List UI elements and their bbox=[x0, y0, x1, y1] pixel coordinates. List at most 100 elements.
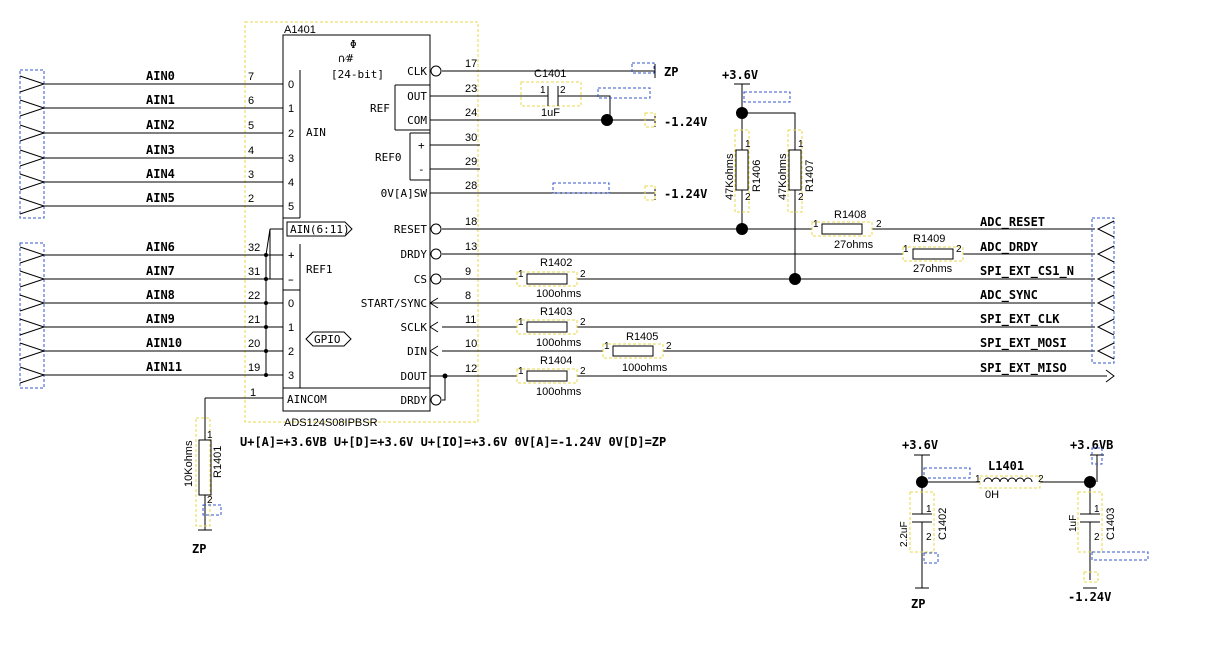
ic-pin-number: 24 bbox=[465, 107, 477, 119]
ic-phi-symbol: Φ bbox=[350, 38, 357, 51]
ain-net-label: AIN2 bbox=[146, 118, 175, 132]
ain-pin-number: 21 bbox=[248, 314, 260, 326]
ain-group-2 bbox=[19, 242, 46, 389]
c1403-pin2: 2 bbox=[1094, 532, 1100, 543]
r1406-ref: R1406 bbox=[751, 160, 763, 192]
r1402-ref: R1402 bbox=[540, 257, 572, 269]
r1404-body[interactable] bbox=[526, 370, 568, 382]
r1402-body[interactable] bbox=[526, 273, 568, 285]
ic-pin-start: START/SYNC bbox=[361, 297, 427, 310]
ain-net-label: AIN10 bbox=[146, 336, 182, 350]
c1403-pin1: 1 bbox=[1094, 504, 1100, 515]
r1408-value: 27ohms bbox=[834, 239, 874, 251]
ic-pin-number: 30 bbox=[465, 132, 477, 144]
r1403-pin1: 1 bbox=[518, 317, 524, 328]
p36-label-top: +3.6V bbox=[722, 68, 758, 82]
r1405-pin2: 2 bbox=[666, 341, 672, 352]
ext-connector-outline bbox=[1091, 217, 1115, 364]
c1403-highlight bbox=[1077, 491, 1103, 553]
c1403-plates[interactable] bbox=[1080, 513, 1100, 523]
r1408-pin2: 2 bbox=[876, 219, 882, 230]
net-adc-sync: ADC_SYNC bbox=[980, 288, 1038, 303]
r1405-pin1: 1 bbox=[604, 341, 610, 352]
ain-pin-number: 2 bbox=[248, 193, 254, 205]
r1409-body[interactable] bbox=[912, 248, 954, 260]
ain-pin-name: 1 bbox=[288, 103, 294, 115]
ic-pin-number: 23 bbox=[465, 83, 477, 95]
ain-pin-name: 4 bbox=[288, 177, 294, 189]
c1402-plates[interactable] bbox=[912, 513, 932, 523]
ain-pin-name: 5 bbox=[288, 201, 294, 213]
r1405-highlight bbox=[602, 343, 664, 359]
ain-pin-number: 4 bbox=[248, 145, 254, 157]
neg124-label-filter: -1.24V bbox=[1068, 590, 1111, 604]
r1403-ref: R1403 bbox=[540, 306, 572, 318]
r1403-value: 100ohms bbox=[536, 337, 582, 349]
r1407-pin2: 2 bbox=[798, 192, 804, 203]
ic-pin-ovsw: 0V[A]SW bbox=[381, 187, 428, 200]
r1402-value: 100ohms bbox=[536, 288, 582, 300]
r1402-pin2: 2 bbox=[580, 269, 586, 280]
net-spi-mosi: SPI_EXT_MOSI bbox=[980, 336, 1067, 351]
c1401-ref: C1401 bbox=[534, 68, 566, 80]
r1408-pin1: 1 bbox=[813, 219, 819, 230]
r1404-value: 100ohms bbox=[536, 386, 582, 398]
ain-net-label: AIN8 bbox=[146, 288, 175, 302]
ain-net-label: AIN6 bbox=[146, 240, 175, 254]
ic-outline-highlight bbox=[244, 21, 479, 423]
net-adc-drdy: ADC_DRDY bbox=[980, 240, 1039, 255]
r1409-value: 27ohms bbox=[913, 263, 953, 275]
c1401-value: 1uF bbox=[541, 107, 560, 119]
c1401-highlight bbox=[520, 81, 582, 107]
r1404-pin1: 1 bbox=[518, 366, 524, 377]
aincom-pin-number: 1 bbox=[250, 387, 256, 399]
ain-net-label: AIN1 bbox=[146, 93, 175, 107]
ic-refdes: A1401 bbox=[284, 24, 316, 36]
r1406-pin2: 2 bbox=[745, 192, 751, 203]
r1401-body[interactable] bbox=[198, 439, 212, 496]
ic-body[interactable] bbox=[282, 34, 431, 412]
ain-pin-name: 2 bbox=[288, 346, 294, 358]
ic-part-number: ADS124S08IPBSR bbox=[284, 417, 378, 429]
c1401-pin2: 2 bbox=[560, 85, 566, 96]
ain-pin-number: 6 bbox=[248, 95, 254, 107]
ic-aincom-label: AINCOM bbox=[287, 393, 327, 406]
ref1-minus: - bbox=[290, 274, 294, 286]
ain-net-label: AIN4 bbox=[146, 167, 175, 181]
r1405-body[interactable] bbox=[612, 345, 654, 357]
ain-pin-number: 19 bbox=[248, 362, 260, 374]
l1401-value: 0H bbox=[985, 489, 999, 501]
ain-pin-name: 0 bbox=[288, 298, 294, 310]
ic-pin-number: 13 bbox=[465, 241, 477, 253]
ic-pin-reset: RESET bbox=[394, 223, 427, 236]
r1408-body[interactable] bbox=[821, 223, 863, 235]
net-spi-cs: SPI_EXT_CS1_N bbox=[980, 264, 1074, 279]
ain-net-label: AIN9 bbox=[146, 312, 175, 326]
r1406-body[interactable] bbox=[735, 149, 749, 191]
ain-net-label: AIN5 bbox=[146, 191, 175, 205]
l1401-coil[interactable] bbox=[983, 477, 1033, 483]
r1404-pin2: 2 bbox=[580, 366, 586, 377]
ic-bits-label: [24-bit] bbox=[331, 68, 384, 81]
ic-pin-bubble bbox=[430, 394, 442, 406]
ic-pin-bubble bbox=[430, 248, 442, 260]
r1403-body[interactable] bbox=[526, 321, 568, 333]
r1407-ref: R1407 bbox=[804, 160, 816, 192]
r1407-body[interactable] bbox=[788, 149, 802, 191]
ain-net-label: AIN11 bbox=[146, 360, 182, 374]
r1403-highlight bbox=[516, 319, 578, 335]
ain-pin-name: 2 bbox=[288, 128, 294, 140]
ic-pin-number: 12 bbox=[465, 363, 477, 375]
ain-pin-number: 32 bbox=[248, 242, 260, 254]
l1401-pin2: 2 bbox=[1038, 474, 1044, 485]
ic-pin-number: 18 bbox=[465, 216, 477, 228]
ain-pin-number: 3 bbox=[248, 169, 254, 181]
r1407-pin1: 1 bbox=[798, 139, 804, 150]
ic-pin-number: 9 bbox=[465, 266, 471, 278]
ref1-plus: + bbox=[288, 250, 294, 262]
ain-net-label: AIN7 bbox=[146, 264, 175, 278]
l1401-ref: L1401 bbox=[988, 459, 1024, 473]
ain-net-label: AIN3 bbox=[146, 143, 175, 157]
